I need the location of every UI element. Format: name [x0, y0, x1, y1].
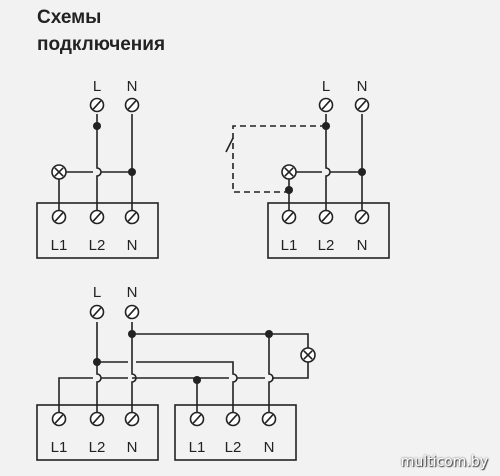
junction-dot [93, 122, 101, 130]
terminal-icon [281, 209, 297, 225]
label-l2: L2 [318, 237, 335, 254]
terminal-icon [354, 209, 370, 225]
terminal-icon [124, 97, 140, 113]
lamp-icon [300, 347, 316, 363]
label-l: L [93, 78, 101, 95]
junction-dot [93, 358, 101, 366]
junction-dot [128, 168, 136, 176]
scheme-1 [36, 114, 159, 259]
label-l2: L2 [225, 439, 242, 456]
label-l1: L1 [189, 439, 206, 456]
terminal-icon [51, 411, 67, 427]
label-l1: L1 [51, 237, 68, 254]
lamp-icon [51, 164, 67, 180]
terminal-icon [89, 304, 105, 320]
terminal-icon [124, 411, 140, 427]
terminal-icon [89, 209, 105, 225]
scheme-3-labels: L N L1 L2 N L1 L2 N [51, 284, 275, 456]
label-n: N [127, 284, 138, 301]
junction-dot [358, 168, 366, 176]
label-l1: L1 [281, 237, 298, 254]
scheme-1-labels: L N L1 L2 N [51, 78, 138, 254]
junction-dot [322, 122, 330, 130]
terminal-icon [51, 209, 67, 225]
terminal-icon [124, 304, 140, 320]
terminal-icon [225, 411, 241, 427]
label-l: L [93, 284, 101, 301]
terminal-icon [354, 97, 370, 113]
label-l2: L2 [89, 237, 106, 254]
terminal-icon [124, 209, 140, 225]
terminal-icon [89, 411, 105, 427]
terminal-icon [261, 411, 277, 427]
junction-dot [285, 186, 293, 194]
junction-dot [128, 330, 136, 338]
label-n: N [264, 439, 275, 456]
scheme-2-labels: L N L1 L2 N [281, 78, 368, 254]
terminal-icon [89, 97, 105, 113]
lamp-icon [281, 164, 297, 180]
label-l: L [322, 78, 330, 95]
label-n: N [127, 237, 138, 254]
terminal-icon [189, 411, 205, 427]
scheme-3 [36, 322, 309, 461]
label-n: N [357, 78, 368, 95]
label-n: N [127, 439, 138, 456]
label-l2: L2 [89, 439, 106, 456]
junction-dot [265, 330, 273, 338]
scheme-2-terminals [281, 97, 370, 225]
watermark: multicom.by [400, 454, 488, 470]
scheme-3-terminals [51, 304, 316, 427]
label-l1: L1 [51, 439, 68, 456]
junction-dot [193, 376, 201, 384]
page-title: Схемы подключения [37, 7, 166, 55]
terminal-icon [318, 209, 334, 225]
switch-block-3b [174, 404, 297, 461]
scheme-1-terminals [51, 97, 140, 225]
switch-block-2 [267, 202, 390, 259]
terminal-icon [318, 97, 334, 113]
label-n: N [127, 78, 138, 95]
label-n: N [357, 237, 368, 254]
